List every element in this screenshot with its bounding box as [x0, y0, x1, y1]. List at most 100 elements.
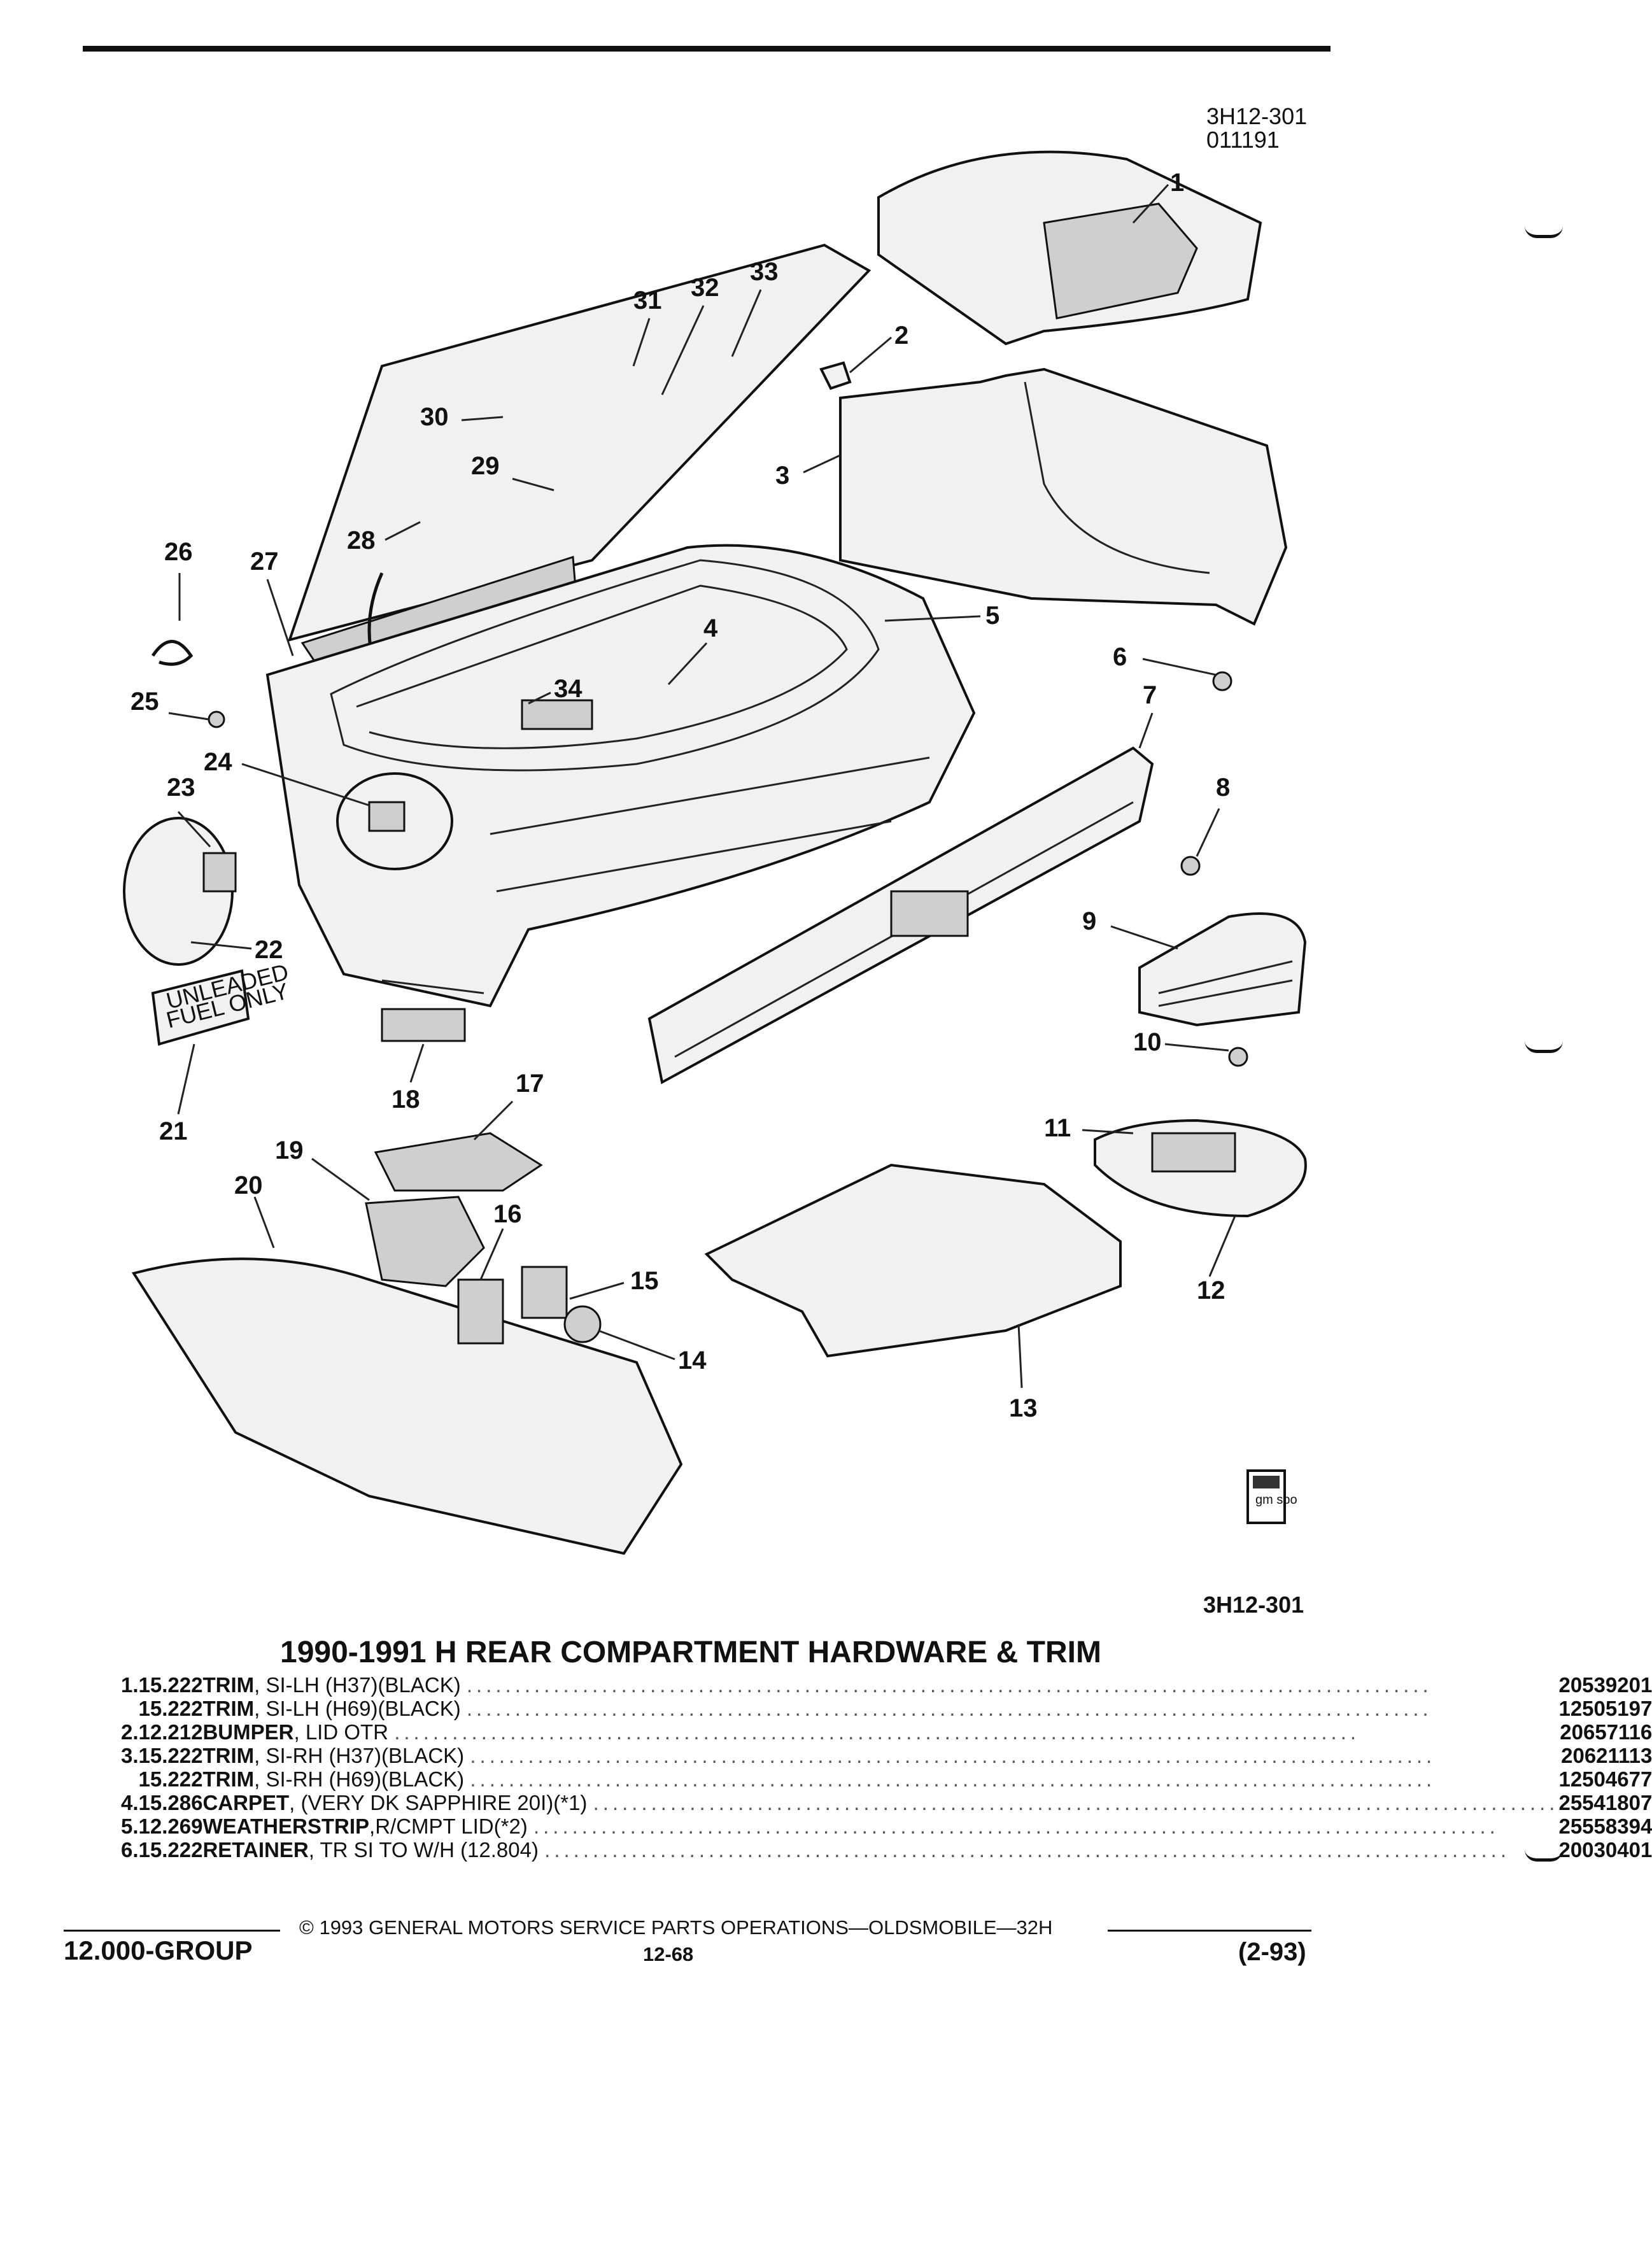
bolt — [1228, 1047, 1248, 1067]
striker — [457, 1278, 504, 1345]
part-detail: , LID OTR — [293, 1720, 389, 1744]
svg-text:20: 20 — [234, 1171, 263, 1199]
trunk-carpet-mat — [704, 1163, 1122, 1358]
part-name: WEATHERSTRIP — [202, 1814, 370, 1838]
svg-text:8: 8 — [1216, 774, 1230, 802]
group-number: 12.269 — [138, 1814, 203, 1838]
diagram-ref-date: 011191 — [1206, 127, 1280, 153]
svg-text:1: 1 — [1170, 169, 1184, 197]
item-number: 1. — [121, 1673, 139, 1697]
item-number: 2. — [121, 1720, 139, 1744]
svg-text:7: 7 — [1143, 681, 1157, 709]
svg-text:5: 5 — [985, 602, 999, 630]
group-number: 15.222 — [138, 1838, 203, 1862]
footer-rule-left — [64, 1930, 280, 1932]
svg-text:30: 30 — [420, 403, 449, 431]
svg-text:15: 15 — [630, 1267, 659, 1295]
part-description: CARPET, (VERY DK SAPPHIRE 20I)(*1) .....… — [202, 1791, 1559, 1814]
binder-tick-mark — [1525, 1849, 1563, 1862]
part-number: 25558394 — [1558, 1814, 1652, 1838]
svg-text:19: 19 — [275, 1136, 304, 1164]
part-name: BUMPER — [202, 1720, 294, 1744]
group-number: 15.222 — [138, 1697, 203, 1720]
part-number: 20621113 — [1561, 1744, 1652, 1767]
unleaded-fuel-decal: UNLEADED FUEL ONLY — [151, 959, 291, 1046]
svg-text:21: 21 — [159, 1117, 188, 1145]
retainer-clip — [1212, 671, 1232, 691]
part-name: RETAINER — [202, 1838, 309, 1862]
part-number: 20657116 — [1560, 1720, 1652, 1744]
svg-text:25: 25 — [131, 688, 159, 716]
lamp-housing — [381, 1008, 466, 1042]
part-number: 20030401 — [1558, 1838, 1652, 1862]
footer-rule-right — [1108, 1930, 1311, 1932]
part-description: BUMPER, LID OTR ........................… — [202, 1720, 1360, 1744]
part-description: TRIM, SI-RH (H37)(BLACK) ...............… — [202, 1744, 1436, 1767]
item-number — [121, 1767, 139, 1791]
svg-text:31: 31 — [633, 286, 662, 315]
nut — [1180, 856, 1201, 876]
parts-row: 2. 12.212 BUMPER, LID OTR ..............… — [121, 1720, 1652, 1744]
svg-text:10: 10 — [1133, 1028, 1162, 1056]
lock-actuator — [374, 1132, 543, 1192]
group-number: 15.286 — [138, 1791, 203, 1814]
parts-row: 3. 15.222 TRIM, SI-RH (H37)(BLACK) .....… — [121, 1744, 1652, 1767]
parts-row: 1. 15.222 TRIM, SI-LH (H37)(BLACK) .....… — [121, 1673, 1652, 1697]
svg-text:12: 12 — [1197, 1276, 1225, 1304]
item-number: 4. — [121, 1791, 139, 1814]
svg-text:24: 24 — [204, 748, 232, 776]
svg-text:3: 3 — [775, 462, 789, 490]
lid-latch — [365, 1196, 485, 1287]
svg-text:11: 11 — [1044, 1114, 1071, 1142]
part-description: TRIM, SI-LH (H69)(BLACK) ...............… — [202, 1697, 1432, 1720]
callout-labels: 1 2 3 4 5 6 7 8 9 10 11 12 13 14 15 16 1… — [131, 169, 1236, 1422]
trunk-lid — [287, 243, 872, 642]
svg-text:28: 28 — [347, 527, 376, 555]
parts-row: 6. 15.222 RETAINER, TR SI TO W/H (12.804… — [121, 1838, 1652, 1862]
item-number: 5. — [121, 1814, 139, 1838]
svg-text:32: 32 — [691, 274, 719, 302]
exploded-parts-diagram: UNLEADED FUEL ONLY 1 2 3 4 5 6 7 8 9 10 … — [123, 103, 1307, 1555]
svg-text:22: 22 — [255, 936, 283, 964]
part-detail: , SI-RH (H69)(BLACK) — [254, 1767, 465, 1791]
part-name: CARPET — [202, 1791, 290, 1814]
trunk-opening — [330, 559, 880, 772]
group-number: 15.222 — [138, 1767, 203, 1791]
svg-text:29: 29 — [471, 452, 500, 480]
trim-rh-panel — [839, 367, 1288, 626]
part-number: 12504677 — [1558, 1767, 1652, 1791]
svg-text:17: 17 — [516, 1070, 544, 1098]
part-name: TRIM — [202, 1673, 255, 1697]
part-description: RETAINER, TR SI TO W/H (12.804) ........… — [202, 1838, 1511, 1862]
svg-text:33: 33 — [750, 258, 779, 286]
svg-text:4: 4 — [703, 614, 718, 642]
svg-text:34: 34 — [554, 675, 582, 703]
gm-spo-logo: gm spo — [1246, 1469, 1297, 1524]
item-number — [121, 1697, 139, 1720]
binder-tick-mark — [1525, 226, 1563, 238]
svg-text:27: 27 — [250, 548, 279, 576]
svg-text:18: 18 — [392, 1085, 420, 1113]
svg-text:14: 14 — [678, 1347, 707, 1375]
footer-page-number: 12-68 — [643, 1943, 694, 1965]
lid-bumper-part — [819, 361, 852, 390]
part-description: TRIM, SI-LH (H37)(BLACK) ...............… — [202, 1673, 1432, 1697]
svg-text:26: 26 — [164, 538, 193, 566]
bracket — [521, 1266, 568, 1319]
part-number: 20539201 — [1558, 1673, 1652, 1697]
tail-lamp — [1138, 912, 1307, 1027]
diagram-ref-id: 3H12-301 — [1206, 103, 1307, 129]
part-detail: , SI-RH (H37)(BLACK) — [254, 1744, 465, 1767]
footer-copyright: © 1993 GENERAL MOTORS SERVICE PARTS OPER… — [299, 1916, 1053, 1939]
svg-text:gm spo: gm spo — [1255, 1493, 1297, 1507]
footer-date-code: (2-93) — [1238, 1938, 1306, 1966]
footer-group: 12.000-GROUP — [64, 1935, 253, 1965]
rear-compartment-body — [265, 544, 976, 1008]
catalog-page: UNLEADED FUEL ONLY 1 2 3 4 5 6 7 8 9 10 … — [64, 46, 1652, 1966]
plug-button — [563, 1305, 602, 1343]
part-detail: , SI-LH (H37)(BLACK) — [254, 1673, 461, 1697]
parts-row: 4. 15.286 CARPET, (VERY DK SAPPHIRE 20I)… — [121, 1791, 1652, 1814]
part-detail: ,R/CMPT LID(*2) — [369, 1814, 528, 1838]
pivot-pin — [208, 710, 225, 728]
top-rule — [83, 46, 1331, 52]
